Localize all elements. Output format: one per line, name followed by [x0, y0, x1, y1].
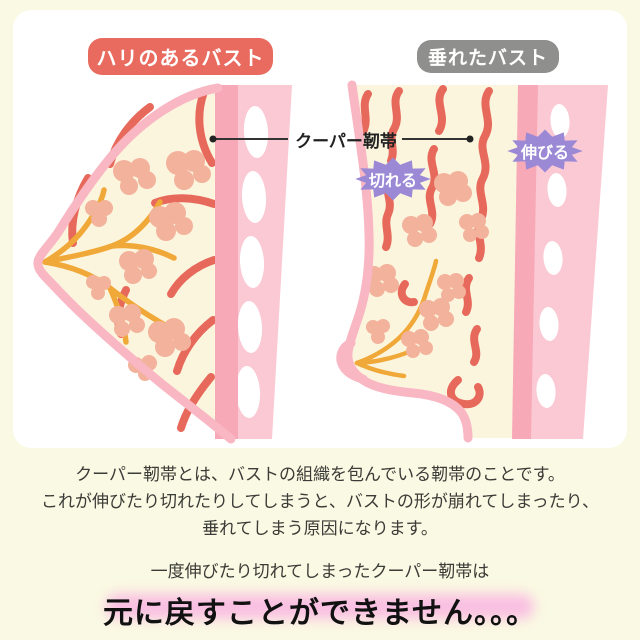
mammary-lobules: [365, 171, 489, 358]
sagging-bust-label: 垂れたバスト: [417, 40, 559, 73]
chest-wall-stripe: [512, 85, 538, 439]
pointer-dot-left: [209, 135, 217, 143]
skin-outline: [343, 80, 473, 443]
tear-burst-label: 切れる: [368, 173, 417, 190]
cooper-ligament-label: クーパー靭帯: [295, 131, 397, 151]
mammary-lobules: [85, 150, 211, 381]
stretch-burst-label: 伸びる: [520, 145, 569, 162]
skin-outline: [33, 83, 236, 444]
description-line-3: 垂れてしまう原因になります。: [202, 519, 438, 538]
conclusion-emphasis-line: 元に戻すことができません。。。: [102, 597, 538, 630]
description-line-1: クーパー靭帯とは、バストの組織を包んでいる靭帯のことです。: [75, 465, 565, 484]
firm-bust-label: ハリのあるバスト: [88, 38, 273, 75]
rib-openings: [235, 106, 269, 418]
ligament-pointer: [209, 135, 474, 143]
rib-openings: [536, 104, 570, 408]
emphasis-highlight: [106, 594, 534, 619]
firm-bust-diagram: [33, 83, 292, 444]
pointer-dot-right: [466, 135, 474, 143]
description-line-2: これが伸びたり切れたりしてしまうと、バストの形が崩れてしまったり、: [41, 492, 599, 511]
chest-wall-stripe: [215, 85, 238, 439]
conclusion-intro-line: 一度伸びたり切れてしまったクーパー靭帯は: [150, 562, 490, 581]
